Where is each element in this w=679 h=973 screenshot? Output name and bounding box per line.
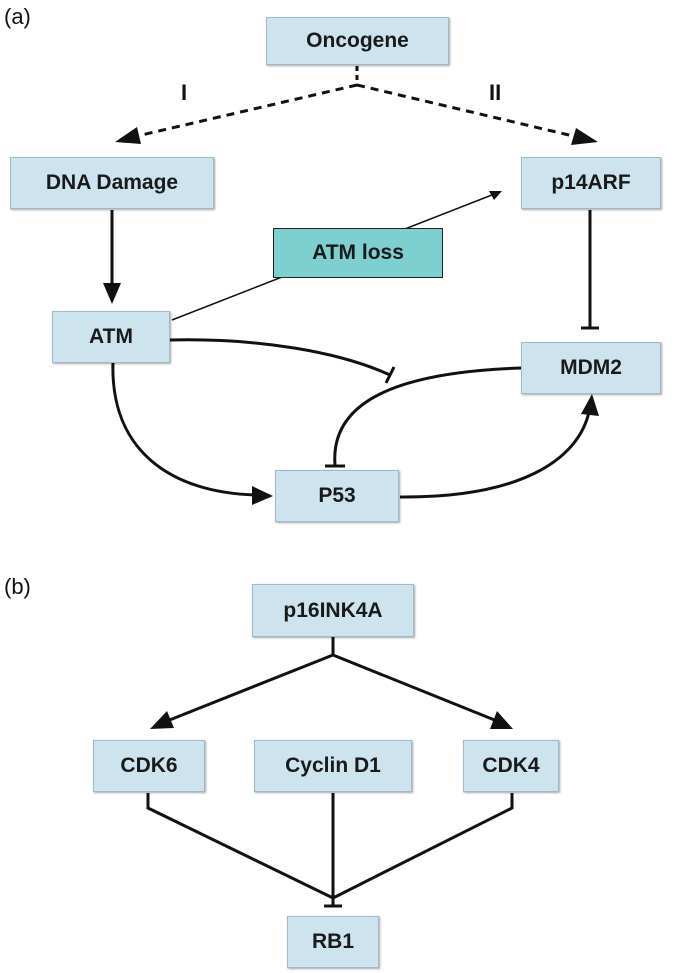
- edge-p53-activates-mdm2: [399, 394, 599, 499]
- panel-a-label: (a): [4, 4, 31, 29]
- node-cdk4: CDK4: [463, 740, 559, 792]
- edge-dna-damage-to-atm: [103, 210, 121, 304]
- arrowhead-atm: [103, 283, 121, 304]
- edge-cdk4-inhibits-rb1: [332, 793, 514, 900]
- edge-atm-activates-p53: [111, 361, 273, 505]
- node-oncogene: Oncogene: [266, 17, 449, 65]
- edge-mdm2-inhibits-p53: [325, 366, 522, 468]
- panel-b-label: (b): [4, 574, 31, 599]
- arrowhead-cdk4: [490, 711, 513, 729]
- arrowhead-dna-damage: [115, 127, 141, 144]
- edge-oncogene-to-dna-damage: [115, 83, 358, 144]
- node-atm-loss: ATM loss: [273, 228, 443, 278]
- edge-p14arf-inhibits-mdm2: [581, 210, 599, 330]
- node-rb1: RB1: [287, 916, 379, 968]
- node-p16ink4a: p16INK4A: [252, 584, 414, 637]
- arrowhead-p53: [252, 486, 273, 505]
- edge-p16-to-cdk6: [150, 653, 334, 729]
- node-p53: P53: [275, 470, 399, 522]
- edge-oncogene-to-p14arf: [356, 83, 598, 145]
- node-cdk6: CDK6: [93, 740, 205, 792]
- inhibition-bar-mdm2-p53: [384, 366, 396, 384]
- node-atm: ATM: [52, 311, 170, 363]
- route-label-i: I: [181, 80, 188, 105]
- node-mdm2: MDM2: [521, 342, 661, 394]
- node-cyclin-d1: Cyclin D1: [254, 740, 412, 792]
- route-label-ii: II: [489, 80, 502, 105]
- arrowhead-mdm2: [581, 394, 599, 416]
- edge-cdk6-inhibits-rb1: [146, 793, 334, 900]
- node-dna-damage: DNA Damage: [10, 157, 214, 209]
- edge-atm-inhibits-mdm2-p53: [169, 338, 396, 384]
- arrowhead-p14arf-thin: [489, 191, 502, 200]
- node-p14arf: p14ARF: [521, 157, 661, 209]
- edge-p16-to-cdk4: [332, 653, 513, 729]
- arrowhead-cdk6: [150, 711, 174, 729]
- arrowhead-p14arf-dashed: [571, 128, 598, 145]
